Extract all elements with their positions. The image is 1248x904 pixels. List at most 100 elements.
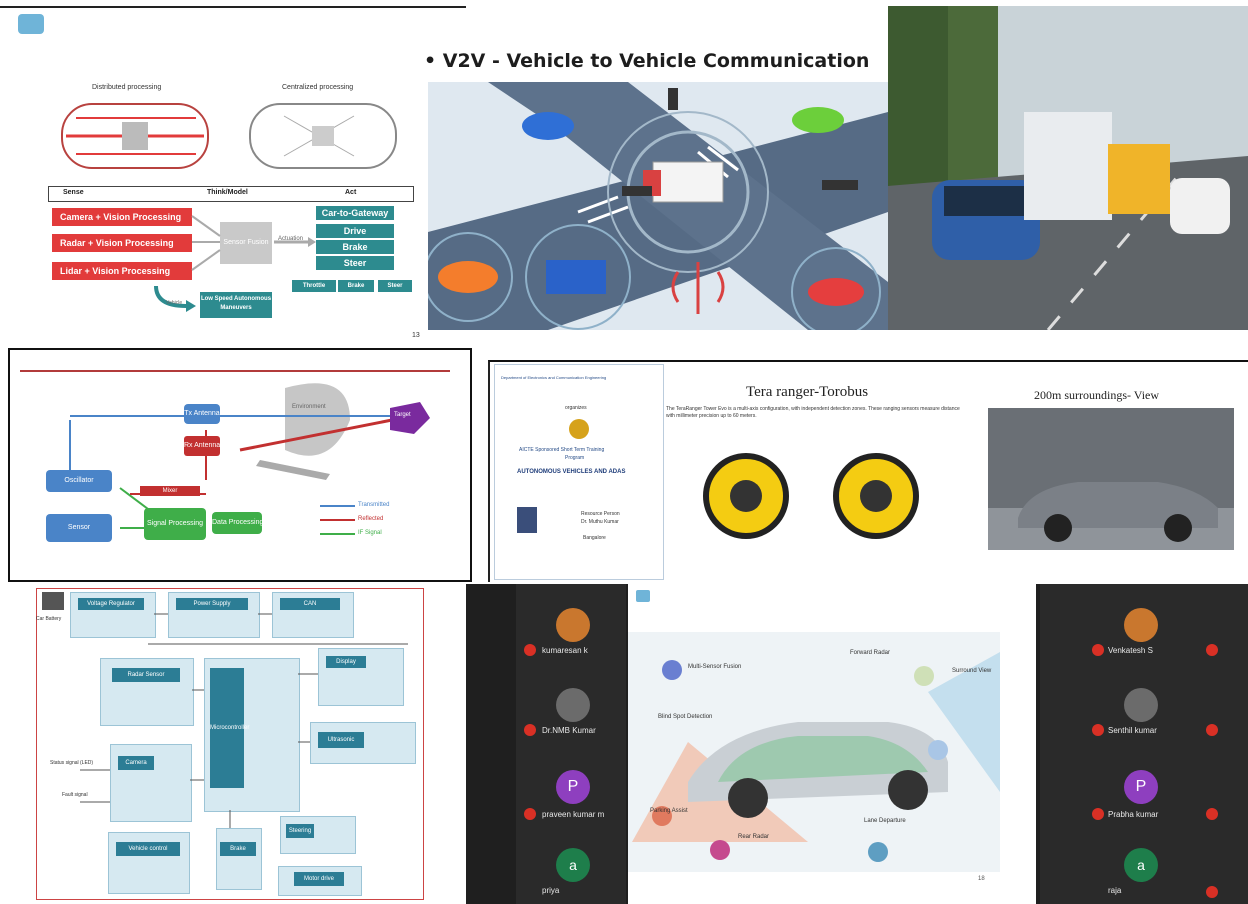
adas-car-illustration <box>628 632 1000 872</box>
data-processing-box: Data Processing <box>212 512 263 534</box>
slide-top-rule <box>0 6 466 8</box>
avatar: P <box>556 770 590 804</box>
camera-label: Camera <box>118 756 154 770</box>
mixer-box: Mixer <box>140 486 200 496</box>
mic-off-icon <box>1206 644 1218 656</box>
tile-participant-7[interactable]: P Prabha kumar <box>1086 770 1196 830</box>
lidar-sensor-ring-left <box>703 453 789 539</box>
steering-block <box>280 816 356 854</box>
display-label: Display <box>326 656 366 668</box>
lidar-sensor-ring-right <box>833 453 919 539</box>
diagram-frame <box>36 588 424 900</box>
avatar <box>1124 608 1158 642</box>
avatar: P <box>1124 770 1158 804</box>
teal-box-gateway: Car-to-Gateway <box>316 206 394 220</box>
slide-logo <box>18 14 44 34</box>
event-poster: Department of Electronics and Communicat… <box>494 364 664 580</box>
sensor-fusion-box: Sensor Fusion <box>220 222 272 264</box>
car-outline-right <box>249 103 397 169</box>
legend-reflected: Reflected <box>358 516 384 522</box>
v2v-title: • V2V - Vehicle to Vehicle Communication <box>424 50 870 72</box>
feature-label-6: Rear Radar <box>738 834 770 840</box>
participant-name: kumaresan k <box>542 646 588 655</box>
slide-block-diagram: Car Battery Voltage Regulator Power Supp… <box>0 584 466 904</box>
poster-photo <box>517 507 537 533</box>
regulator-label: Voltage Regulator <box>78 598 144 610</box>
poster-topic: AUTONOMOUS VEHICLES AND ADAS <box>517 469 626 475</box>
mic-off-icon <box>524 644 536 656</box>
radar-label: Radar Sensor <box>112 668 180 682</box>
autonomous-car-photo <box>988 408 1234 550</box>
surroundings-title: 200m surroundings- View <box>1034 388 1160 402</box>
tile-participant-5[interactable]: Venkatesh S <box>1086 584 1196 664</box>
tile-participant-6[interactable]: Senthil kumar <box>1086 684 1196 744</box>
participant-name: raja <box>1108 886 1122 895</box>
poster-program: AICTE Sponsored Short Term Training <box>519 447 605 453</box>
tx-antenna-box: Tx Antenna <box>184 404 220 424</box>
tile-participant-3[interactable]: P praveen kumar m <box>516 770 626 830</box>
steering-label: Steering <box>286 824 314 838</box>
vehicle-arrow-label: Vehicle <box>166 300 183 306</box>
camera-processing-box: Camera + Vision Processing <box>52 208 192 226</box>
avatar-letter: a <box>1137 857 1145 873</box>
poster-program-2: Program <box>565 455 585 461</box>
battery-icon <box>42 592 64 610</box>
slide-radar-diagram: Tx Antenna Rx Antenna Oscillator Sensor … <box>8 348 472 582</box>
highway-photo <box>888 6 1248 330</box>
ultrasonic-label: Ultrasonic <box>318 732 364 748</box>
low-speed-maneuvers-box: Low Speed Autonomous Maneuvers <box>200 292 272 318</box>
avatar: a <box>556 848 590 882</box>
participant-name: praveen kumar m <box>542 810 605 819</box>
brake-label: Brake <box>220 842 256 856</box>
slide-lidar-sensors: Department of Electronics and Communicat… <box>488 360 1248 582</box>
lidar-description: The TeraRanger Tower Evo is a multi-axis… <box>666 406 960 419</box>
radar-signal-lines <box>69 383 430 535</box>
actuation-label: Actuation <box>278 236 304 242</box>
stage-header-bar: Sense Think/Model Act <box>48 186 414 202</box>
can-label: CAN <box>280 598 340 610</box>
target-label: Target <box>394 412 411 418</box>
mic-off-icon <box>1206 886 1218 898</box>
video-meeting-window: kumaresan k Dr.NMB Kumar P praveen kumar… <box>466 584 1248 904</box>
participant-name: priya <box>542 886 560 895</box>
legend-if-signal: IF Signal <box>358 530 382 536</box>
teal-box-steer: Steer <box>316 256 394 270</box>
poster-organizes: organizes <box>565 405 587 411</box>
avatar <box>1124 688 1158 722</box>
mcu-label: Microcontroller <box>210 668 249 788</box>
teal-box-drive: Drive <box>316 224 394 238</box>
vehicle-control-label: Vehicle control <box>116 842 180 856</box>
v2v-illustration <box>428 82 888 330</box>
avatar <box>556 688 590 722</box>
mic-off-icon <box>1092 644 1104 656</box>
teal-box-brake: Brake <box>316 240 394 254</box>
feature-label-3: Blind Spot Detection <box>658 714 713 720</box>
participant-name: Prabha kumar <box>1108 810 1159 819</box>
stage-think: Think/Model <box>207 189 248 196</box>
tile-participant-8[interactable]: a raja <box>1086 844 1196 904</box>
motor-label: Motor drive <box>294 872 344 886</box>
tile-participant-1[interactable]: kumaresan k <box>516 584 626 664</box>
shared-slide-page: 18 <box>978 876 985 882</box>
participant-name: Venkatesh S <box>1108 646 1153 655</box>
mic-off-icon <box>1092 808 1104 820</box>
avatar-letter: P <box>1135 778 1147 795</box>
slide4-top-rule <box>20 370 450 372</box>
tile-participant-2[interactable]: Dr.NMB Kumar <box>516 684 626 744</box>
slide1-page-number: 13 <box>412 332 420 339</box>
mic-off-icon <box>1206 724 1218 736</box>
fault-signal-label: Fault signal <box>62 792 88 798</box>
power-label: Power Supply <box>176 598 248 610</box>
tile-participant-4[interactable]: a priya <box>516 844 626 904</box>
low-speed-maneuvers-label: Low Speed Autonomous Maneuvers <box>200 296 272 311</box>
lidar-processing-box: Lidar + Vision Processing <box>52 262 192 280</box>
poster-city: Bangalore <box>583 535 606 541</box>
diagram-connectors <box>80 613 408 828</box>
stage-act: Act <box>345 189 357 196</box>
battery-label: Car Battery <box>36 616 62 622</box>
status-signal-label: Status signal (LED) <box>50 760 94 766</box>
shared-slide-logo <box>636 590 650 602</box>
teal-box-brake-2: Brake <box>338 280 374 292</box>
avatar <box>556 608 590 642</box>
photo-highway-platooning <box>888 6 1248 330</box>
